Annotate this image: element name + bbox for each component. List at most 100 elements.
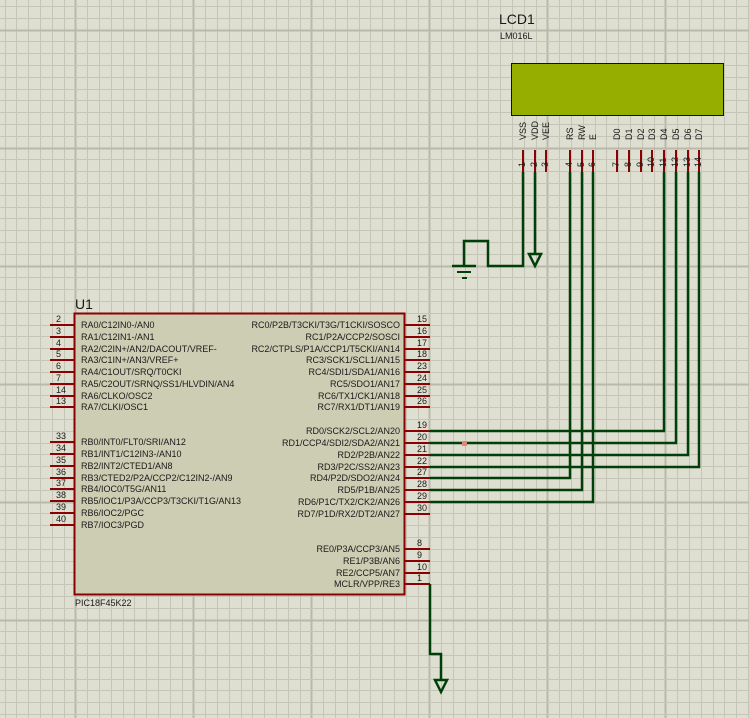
- wire-vss-gnd: [462, 172, 525, 268]
- mcu-pin-name: RC6/TX1/CK1/AN18: [317, 391, 400, 401]
- mcu-pin-name: RC0/P2B/T3CKI/T3G/T1CKI/SOSCO: [251, 320, 400, 330]
- mcu-pin-name: RA5/C2OUT/SRNQ/SS1/HLVDIN/AN4: [81, 379, 235, 389]
- mcu-pin-number: 39: [56, 502, 67, 512]
- mcu-pin-name: RD6/P1C/TX2/CK2/AN26: [297, 497, 400, 507]
- mcu-pin-name: RA4/C1OUT/SRQ/T0CKI: [81, 367, 182, 377]
- lcd-pin-name: D0: [612, 128, 622, 140]
- mcu-pin-number: 40: [56, 514, 67, 524]
- lcd-pin-name: RS: [565, 127, 575, 140]
- mcu-body: [73, 312, 406, 596]
- mcu-pin-number: 23: [417, 361, 428, 371]
- mcu-pin-name: RC7/RX1/DT1/AN19: [317, 402, 400, 412]
- wires: [428, 172, 701, 680]
- mcu-pin-name: RD0/SCK2/SCL2/AN20: [305, 426, 400, 436]
- mcu-reference-label: U1: [75, 296, 93, 312]
- mcu-pin-number: 34: [56, 443, 67, 453]
- mcu-pin-name: RD1/CCP4/SDI2/SDA2/AN21: [281, 438, 400, 448]
- lcd-pin-number: 8: [623, 161, 633, 167]
- mcu-pin-number: 20: [417, 432, 428, 442]
- mcu-pin-number: 26: [417, 396, 428, 406]
- mcu-pin-name: RA2/C2IN+/AN2/DACOUT/VREF-: [81, 344, 217, 354]
- lcd-pin-name: D2: [636, 128, 646, 140]
- lcd-reference-label: LCD1: [499, 11, 535, 27]
- mcu-pin-name: RC2/CTPLS/P1A/CCP1/T5CKI/AN14: [251, 344, 400, 354]
- mcu-pin-number: 37: [56, 478, 67, 488]
- lcd-pin-name: D5: [671, 128, 681, 140]
- mcu-pin-number: 3: [56, 326, 62, 336]
- mcu-pin-number: 9: [417, 550, 423, 560]
- mcu-pin-name: RC4/SDI1/SDA1/AN16: [308, 367, 400, 377]
- lcd-pin-number: 2: [529, 161, 539, 167]
- lcd-pin-name: D4: [659, 128, 669, 140]
- mcu-pin-number: 8: [417, 538, 423, 548]
- mcu-pin-name: RB4/IOC0/T5G/AN11: [81, 484, 167, 494]
- mcu-component[interactable]: [50, 312, 430, 596]
- mcu-pin-name: RB3/CTED2/P2A/CCP2/C12IN2-/AN9: [81, 473, 233, 483]
- mcu-pin-name: RE1/P3B/AN6: [342, 556, 400, 566]
- lcd-pin-number: 7: [611, 161, 621, 167]
- mcu-pin-name: MCLR/VPP/RE3: [333, 579, 400, 589]
- lcd-pin-name: D6: [683, 128, 693, 140]
- mcu-pin-number: 21: [417, 444, 428, 454]
- mcu-pin-number: 28: [417, 479, 428, 489]
- lcd-pin-number: 1: [517, 161, 527, 167]
- mcu-pin-name: RA7/CLKI/OSC1: [81, 402, 149, 412]
- wire-data: [430, 172, 701, 469]
- lcd-pin-name: D7: [694, 128, 704, 140]
- lcd-value-label: LM016L: [500, 31, 533, 41]
- mcu-pin-number: 38: [56, 490, 67, 500]
- lcd-pin-number: 14: [693, 156, 703, 167]
- lcd-pin-number: 4: [564, 161, 574, 167]
- mcu-pin-number: 15: [417, 314, 428, 324]
- wire-data: [430, 172, 666, 433]
- mcu-pin-number: 17: [417, 338, 428, 348]
- mcu-pin-name: RE2/CCP5/AN7: [335, 568, 400, 578]
- mcu-pin-number: 35: [56, 455, 67, 465]
- mcu-pin-number: 16: [417, 326, 428, 336]
- mcu-pin-number: 10: [417, 562, 428, 572]
- mcu-pin-name: RA1/C12IN1-/AN1: [81, 332, 155, 342]
- mcu-pin-name: RD3/P2C/SS2/AN23: [317, 462, 400, 472]
- lcd-screen: [511, 63, 724, 116]
- lcd-pin-number: 12: [670, 156, 680, 167]
- mcu-pin-number: 18: [417, 349, 428, 359]
- mcu-pin-number: 25: [417, 385, 428, 395]
- mcu-pin-name: RD7/P1D/RX2/DT2/AN27: [297, 509, 400, 519]
- mcu-pin-number: 24: [417, 373, 428, 383]
- mcu-pin-name: RB1/INT1/C12IN3-/AN10: [81, 449, 182, 459]
- mcu-pin-name: RB6/IOC2/PGC: [81, 508, 145, 518]
- wire-data: [430, 172, 595, 504]
- mcu-pin-name: RD2/P2B/AN22: [337, 450, 400, 460]
- mcu-pin-number: 36: [56, 467, 67, 477]
- mcu-pin-name: RB2/INT2/CTED1/AN8: [81, 461, 173, 471]
- lcd-pin-name: RW: [577, 125, 587, 140]
- mcu-pin-number: 4: [56, 338, 62, 348]
- mcu-pin-number: 1: [417, 573, 423, 583]
- mcu-pin-name: RA3/C1IN+/AN3/VREF+: [81, 355, 179, 365]
- mcu-pin-name: RE0/P3A/CCP3/AN5: [316, 544, 400, 554]
- lcd-pin-number: 6: [587, 161, 597, 167]
- lcd-pin-number: 13: [682, 156, 692, 167]
- mcu-value-label: PIC18F45K22: [75, 598, 132, 608]
- mcu-pin-name: RC5/SDO1/AN17: [329, 379, 400, 389]
- lcd-pin-name: E: [588, 133, 598, 140]
- mcu-pin-number: 29: [417, 491, 428, 501]
- mcu-pin-name: RD5/P1B/AN25: [337, 485, 400, 495]
- mcu-pin-number: 33: [56, 431, 67, 441]
- wire-data: [430, 172, 690, 457]
- lcd-component[interactable]: [511, 63, 724, 173]
- lcd-pin-name: D3: [647, 128, 657, 140]
- lcd-pin-name: D1: [624, 128, 634, 140]
- mcu-pin-number: 7: [56, 373, 62, 383]
- wire-data: [430, 172, 584, 492]
- mcu-pin-name: RB0/INT0/FLT0/SRI/AN12: [81, 437, 186, 447]
- lcd-pin-number: 5: [576, 161, 586, 167]
- mcu-pin-name: RC3/SCK1/SCL1/AN15: [305, 355, 400, 365]
- mcu-pin-number: 5: [56, 349, 62, 359]
- lcd-pin-number: 3: [540, 161, 550, 167]
- mcu-pin-name: RD4/P2D/SDO2/AN24: [309, 473, 400, 483]
- power-arrow-icon: [432, 678, 450, 695]
- wire-mclr: [428, 584, 443, 680]
- wire-data: [430, 172, 678, 445]
